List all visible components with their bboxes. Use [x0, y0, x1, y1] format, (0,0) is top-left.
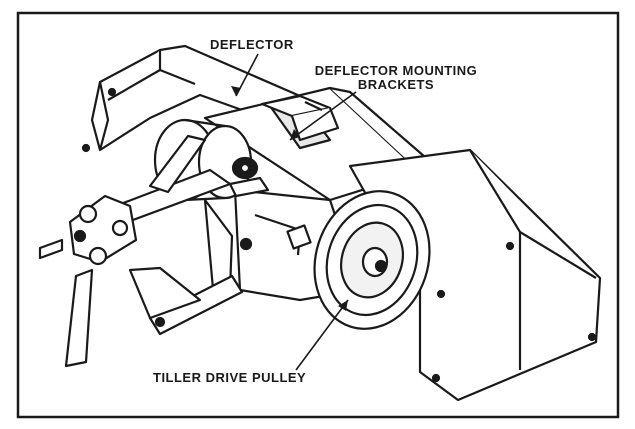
deflector-mounting-label-line1: DEFLECTOR MOUNTING	[314, 63, 478, 78]
deflector-mounting-label-line2: BRACKETS	[357, 77, 435, 92]
brackets-callout-line	[289, 91, 357, 141]
pulley-callout-arrow	[338, 300, 348, 311]
mounting-bracket	[128, 266, 244, 336]
pulley-callout-line	[295, 299, 349, 371]
hitch-assembly	[38, 194, 138, 368]
deflector-callout-arrow	[231, 86, 241, 96]
deflector-label: DEFLECTOR	[210, 37, 294, 52]
deflector-mounting-brackets	[260, 94, 340, 142]
tiller-drive-pulley-label: TILLER DRIVE PULLEY	[153, 370, 307, 385]
tiller-drive-pulley	[313, 190, 431, 330]
brackets-callout-arrow	[290, 129, 300, 140]
deflector-mounting-brackets-label: DEFLECTOR MOUNTING BRACKETS	[296, 64, 496, 92]
linkage-arms	[103, 134, 270, 302]
figure-frame	[16, 11, 620, 419]
